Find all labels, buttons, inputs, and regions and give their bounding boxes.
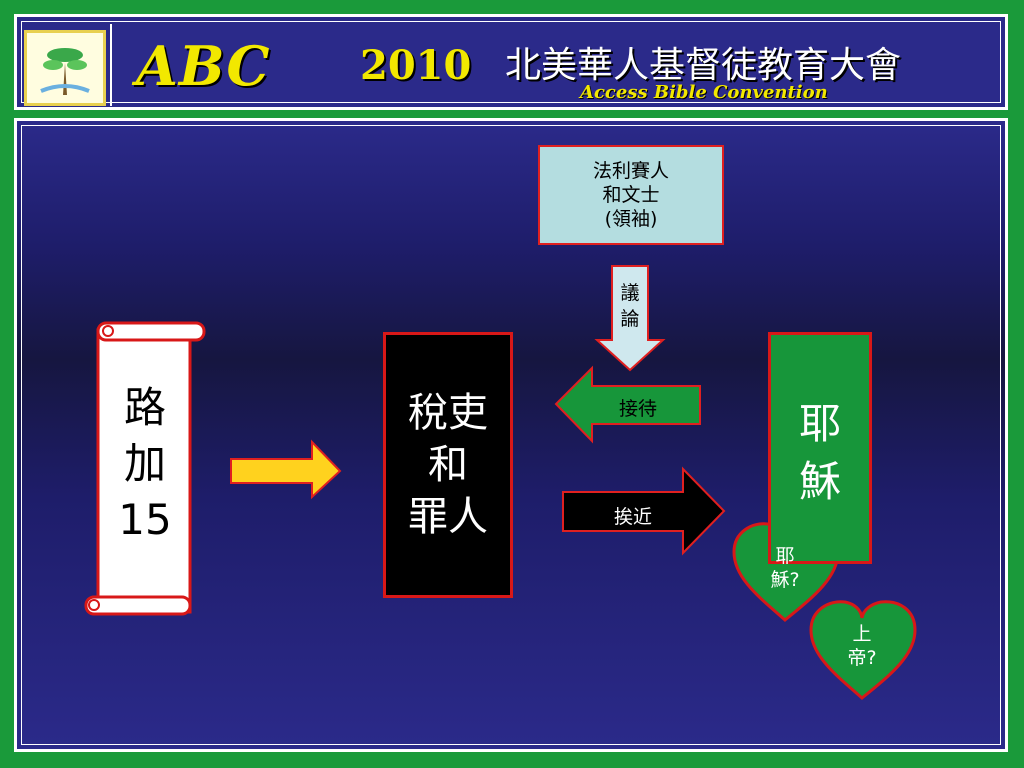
tree-logo-icon [40,48,90,95]
discuss-down-arrow [594,265,666,372]
approach-right-arrow [562,466,726,556]
welcome-label: 接待 [618,398,657,420]
heart-jesus-label: 耶 穌? [770,545,800,591]
luke-15-label: 路 加 15 [118,383,172,544]
year-label: 2010 [360,42,472,89]
tax-collectors-sinners-box: 稅吏 和 罪人 [383,332,513,598]
jesus-label: 耶 穌 [798,399,841,506]
main-inner-border [21,125,1001,745]
scroll-shape [84,321,206,616]
heart-god-shape [809,600,917,700]
discuss-label: 議 論 [620,282,640,330]
english-title: Access Bible Convention [580,82,828,103]
header-inner-border [21,21,1001,103]
abc-wordmark: ABC [136,34,271,98]
luke-to-sinners-arrow [230,439,342,500]
logo-separator [110,24,112,106]
jesus-box: 耶 穌 [768,332,872,564]
welcome-left-arrow [554,365,701,444]
heart-god-label: 上 帝? [847,623,877,669]
pharisees-scribes-box: 法利賽人 和文士 (領袖) [538,145,724,245]
approach-label: 挨近 [613,506,652,528]
tax-collectors-sinners-label: 稅吏 和 罪人 [408,390,488,540]
abc-logo [24,30,106,106]
pharisees-scribes-label: 法利賽人 和文士 (領袖) [592,160,669,230]
header-banner [14,14,1008,110]
chinese-title: 北美華人基督徒教育大會 [505,45,902,86]
